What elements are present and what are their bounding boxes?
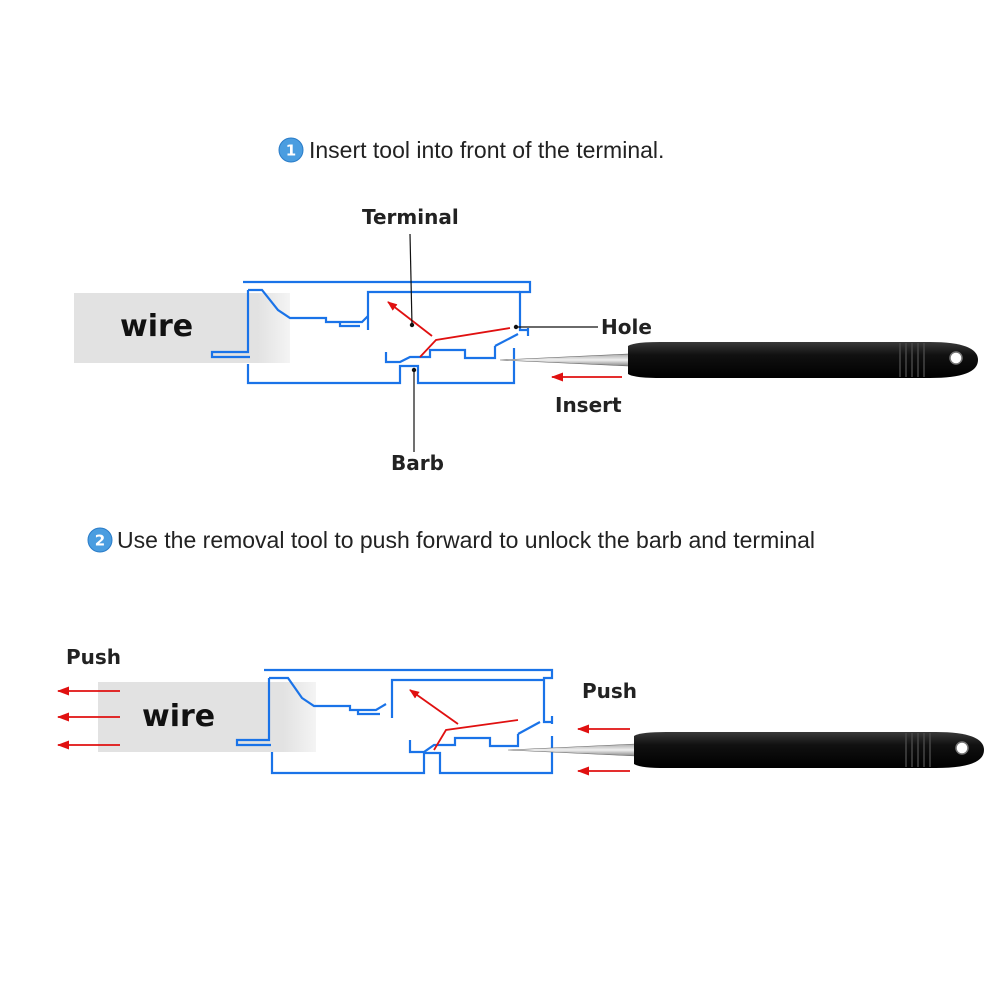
removal-tool-2 bbox=[507, 732, 984, 768]
step1-number-badge bbox=[278, 137, 304, 163]
tool-needle bbox=[499, 353, 631, 367]
step1-text: Insert tool into front of the terminal. bbox=[309, 137, 664, 163]
terminal-housing-outline-2 bbox=[235, 668, 554, 775]
diagram1: wire Terminal Hole Barb Insert bbox=[74, 205, 978, 475]
tool-hang-hole-2 bbox=[955, 741, 969, 755]
wire-insulation bbox=[74, 293, 290, 363]
tool-handle bbox=[628, 342, 978, 378]
barb-label: Barb bbox=[391, 451, 444, 475]
tool-handle-2 bbox=[634, 732, 984, 768]
tool-needle-2 bbox=[507, 743, 637, 757]
wire-label: wire bbox=[120, 309, 193, 344]
hole-label: Hole bbox=[601, 315, 652, 339]
step1-number: 1 bbox=[286, 142, 296, 160]
terminal-housing-outline bbox=[210, 280, 532, 385]
terminal-leader bbox=[409, 233, 413, 326]
step2-heading: 2 Use the removal tool to push forward t… bbox=[87, 527, 815, 553]
wire-insulation-2 bbox=[98, 682, 316, 752]
terminal-arrow bbox=[387, 301, 433, 337]
step2-number-badge bbox=[87, 527, 113, 553]
terminal-arrow-2 bbox=[409, 689, 459, 725]
wire-label-2: wire bbox=[142, 699, 215, 734]
insert-label: Insert bbox=[555, 393, 622, 417]
removal-tool bbox=[499, 342, 978, 378]
step2-number: 2 bbox=[95, 532, 105, 550]
push-left-label: Push bbox=[66, 645, 121, 669]
step1-heading: 1 Insert tool into front of the terminal… bbox=[278, 137, 664, 163]
push-right-label: Push bbox=[582, 679, 637, 703]
diagram2: wire Push Push bbox=[57, 645, 984, 776]
terminal-label: Terminal bbox=[362, 205, 459, 229]
step2-text: Use the removal tool to push forward to … bbox=[117, 527, 815, 553]
tool-hang-hole bbox=[949, 351, 963, 365]
